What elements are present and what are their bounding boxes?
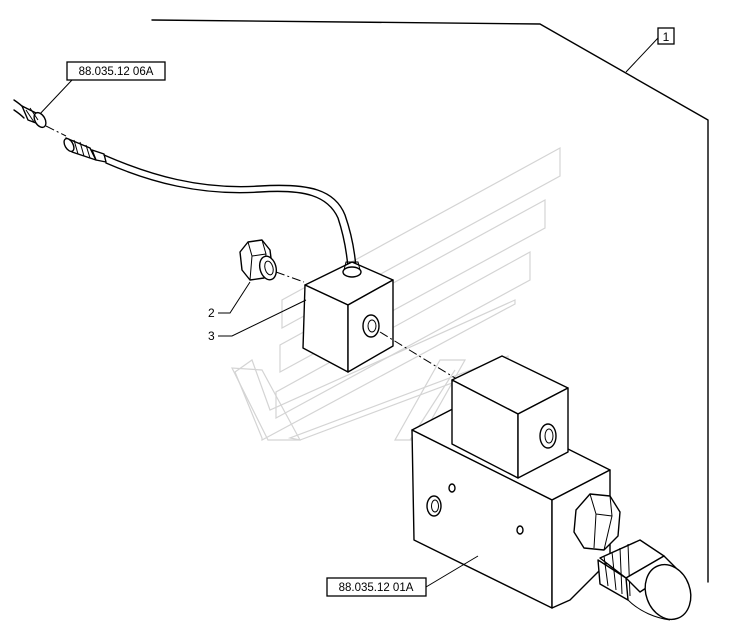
svg-text:88.035.12 01A: 88.035.12 01A	[339, 582, 414, 594]
harness-connector	[13, 99, 67, 137]
callout-2: 2	[208, 281, 251, 320]
svg-text:1: 1	[663, 30, 670, 44]
solenoid-cable	[63, 137, 357, 269]
solenoid-coil	[302, 261, 394, 373]
callout-1: 1	[657, 27, 675, 45]
assembly-bracket	[151, 19, 709, 583]
svg-text:3: 3	[208, 329, 215, 343]
harness-reference-label: 88.035.12 06A	[37, 61, 166, 117]
cap-nut	[239, 239, 305, 283]
callout-3: 3	[208, 299, 307, 343]
hydraulic-valve	[411, 355, 692, 621]
svg-text:2: 2	[208, 306, 215, 320]
svg-text:88.035.12 06A: 88.035.12 06A	[79, 66, 154, 78]
valve-reference-label: 88.035.12 01A	[326, 555, 479, 597]
